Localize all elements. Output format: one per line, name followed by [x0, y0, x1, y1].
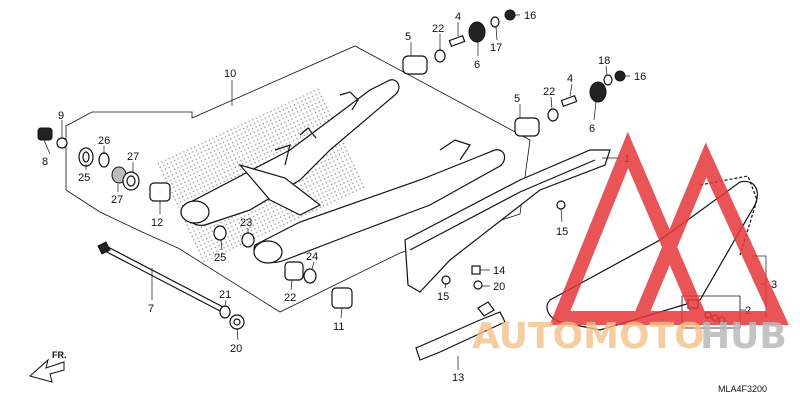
- chain-slider-12: [415, 301, 506, 361]
- callout-4a: 4: [455, 11, 461, 23]
- adjuster-6b: [589, 81, 607, 103]
- callout-25b: 18: [598, 55, 610, 67]
- collar-5a: [402, 55, 428, 75]
- adjuster-6a: [468, 21, 486, 43]
- ring-20a: [434, 49, 446, 63]
- ring-22b: [303, 268, 317, 284]
- bearing-27b: [122, 171, 140, 191]
- callout-18: 20: [493, 281, 505, 293]
- callout-3: 3: [771, 279, 777, 291]
- callout-27a: 27: [127, 151, 139, 163]
- callout-7: 7: [148, 303, 154, 315]
- callout-22b: 24: [306, 251, 318, 263]
- callout-19: 21: [219, 289, 231, 301]
- collar-11: [149, 182, 171, 202]
- front-direction-arrow-icon: [28, 358, 65, 383]
- ring-26: [98, 152, 110, 168]
- collar-10: [331, 287, 353, 309]
- callout-4b: 4: [567, 73, 573, 85]
- callout-labels: 10 9 8 26 25 27 27 12 25 23 24 22 11 7 2…: [42, 10, 777, 384]
- callout-20a: 22: [432, 23, 444, 35]
- callout-15b: 15: [437, 291, 449, 303]
- collar-18: [473, 280, 483, 290]
- ring-24: [78, 147, 94, 167]
- collar-21: [284, 261, 304, 281]
- drive-chain-3: [546, 175, 758, 331]
- callout-6a: 6: [474, 59, 480, 71]
- callout-5b: 5: [514, 93, 520, 105]
- callout-9: 9: [58, 110, 64, 122]
- callout-16b: 16: [634, 71, 646, 83]
- washer-19: [219, 305, 231, 319]
- seal-9: [56, 137, 68, 149]
- bolt-4a: [448, 35, 466, 47]
- swingarm-group-outline: [65, 45, 531, 313]
- nut-16a: [504, 9, 516, 21]
- callout-16a: 16: [524, 10, 536, 22]
- washer-25b: [603, 74, 613, 86]
- callout-25a: 17: [490, 42, 502, 54]
- collar-5b: [514, 117, 540, 137]
- ring-20b: [547, 108, 559, 122]
- callout-15a: 15: [556, 226, 568, 238]
- cap-8: [37, 127, 53, 141]
- callout-22a: 23: [240, 217, 252, 229]
- diagram-code: MLA4F3200: [718, 384, 767, 394]
- watermark-text-auto: AUTOMOTO: [472, 316, 705, 357]
- callout-26: 26: [98, 135, 110, 147]
- bolt-15b: [441, 275, 451, 285]
- chain-case-1: [404, 149, 611, 293]
- swingarm-13: [180, 79, 506, 264]
- direction-label: FR.: [52, 350, 67, 360]
- callout-21: 22: [284, 292, 296, 304]
- washer-25a: [490, 16, 500, 28]
- callout-6b: 6: [589, 123, 595, 135]
- bolt-15a: [556, 200, 566, 210]
- callout-5a: 5: [405, 31, 411, 43]
- callout-17: 20: [230, 343, 242, 355]
- callout-20b: 22: [543, 86, 555, 98]
- watermark-logo-icon: [549, 131, 789, 325]
- ring-23: [213, 225, 227, 241]
- bolt-14: [471, 265, 481, 275]
- callout-24: 25: [78, 172, 90, 184]
- watermark-text: AUTOMOTO HUB: [472, 316, 787, 357]
- pivot-bolt-7: [97, 241, 226, 313]
- bolt-4b: [560, 95, 578, 107]
- callout-13: 10: [224, 68, 236, 80]
- callout-8: 8: [42, 156, 48, 168]
- callout-23: 25: [214, 252, 226, 264]
- ring-22a: [241, 232, 255, 248]
- callout-14: 14: [493, 265, 505, 277]
- nut-16b: [614, 70, 626, 82]
- callout-11: 12: [151, 217, 163, 229]
- callout-10: 11: [333, 321, 344, 333]
- callout-12: 13: [452, 372, 464, 384]
- watermark-text-hub: HUB: [700, 316, 787, 357]
- callout-27b: 27: [111, 194, 123, 206]
- nut-17: [229, 314, 245, 330]
